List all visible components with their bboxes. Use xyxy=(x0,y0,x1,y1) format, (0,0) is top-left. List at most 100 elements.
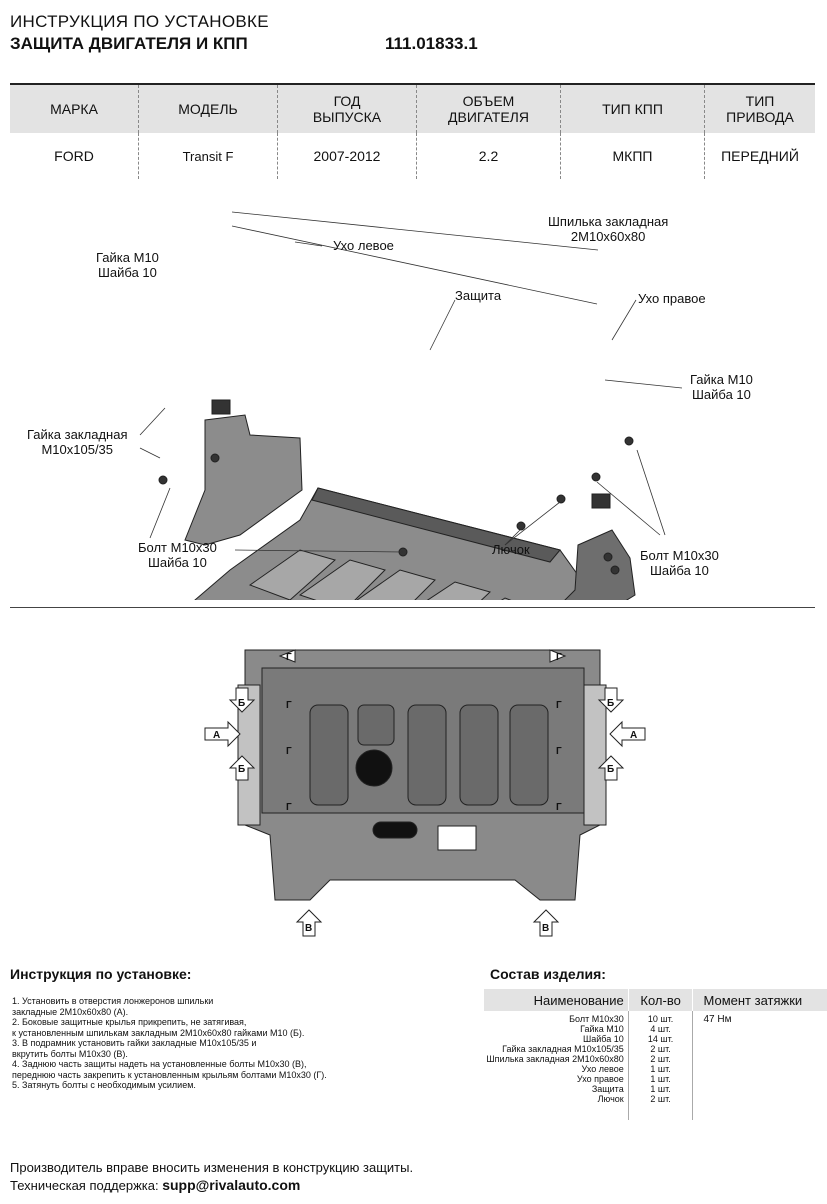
label-ear-left: Ухо левое xyxy=(333,238,394,253)
plan-rib xyxy=(357,704,395,746)
plan-diagram: А А Б Б Б Б В В Г Г Г Г Г Г Г Г xyxy=(204,649,646,937)
spec-value: Transit F xyxy=(138,133,278,179)
guard-rib xyxy=(356,569,436,600)
arrow-v-right xyxy=(532,909,560,937)
marker-g: Г xyxy=(556,700,562,711)
arrow-b-lt xyxy=(228,687,256,713)
marker-g: Г xyxy=(286,652,292,663)
stud-left xyxy=(211,399,231,415)
footer-note: Производитель вправе вносить изменения в… xyxy=(10,1160,414,1175)
arrow-b-lb xyxy=(228,755,256,781)
section-divider xyxy=(10,607,815,608)
instruction-line: к установленным шпилькам закладным 2М10х… xyxy=(12,1027,305,1038)
spec-value: МКПП xyxy=(560,133,705,179)
plan-vent xyxy=(437,825,477,851)
composition-header-row: Наименование Кол-во Момент затяжки xyxy=(484,989,827,1011)
header-rule xyxy=(10,83,815,85)
plan-rib xyxy=(309,704,349,806)
instruction-line: 2. Боковые защитные крылья прикрепить, н… xyxy=(12,1017,247,1027)
spec-header: МАРКА xyxy=(10,85,139,133)
marker-g: Г xyxy=(556,802,562,813)
marker-b: Б xyxy=(238,764,245,775)
composition-table: Наименование Кол-во Момент затяжки Болт … xyxy=(484,989,827,1120)
arrow-g xyxy=(549,649,567,663)
nut-right-a xyxy=(603,552,613,562)
exploded-diagram xyxy=(139,211,683,600)
bolt-right-b xyxy=(591,472,601,482)
spec-header: МОДЕЛЬ xyxy=(138,85,278,133)
instruction-line: закладные 2М10х60х80 (А). xyxy=(12,1006,129,1017)
spec-value-row: FORD Transit F 2007-2012 2.2 МКПП ПЕРЕДН… xyxy=(10,133,815,179)
plan-hatch-round xyxy=(355,749,393,787)
marker-g: Г xyxy=(286,700,292,711)
ear-left-part xyxy=(184,414,303,546)
marker-a: А xyxy=(213,730,220,741)
instruction-line: переднюю часть закрепить к установленным… xyxy=(12,1069,327,1080)
stud-right xyxy=(591,493,611,509)
marker-g: Г xyxy=(556,652,562,663)
marker-b: Б xyxy=(607,764,614,775)
instructions-title: Инструкция по установке: xyxy=(10,966,192,982)
label-hatch: Лючок xyxy=(492,542,530,557)
doc-subtitle: ЗАЩИТА ДВИГАТЕЛЯ И КПП xyxy=(10,34,248,53)
marker-a: А xyxy=(630,730,637,741)
guard-top-face xyxy=(311,487,561,563)
instructions-body: 1. Установить в отверстия лонжеронов шпи… xyxy=(12,996,472,1091)
plan-hatch-oval xyxy=(372,821,418,839)
instruction-line: 5. Затянуть болты с необходимым усилием. xyxy=(12,1080,196,1090)
arrow-g xyxy=(278,649,296,663)
nut-right-b xyxy=(610,565,620,575)
guard-rib xyxy=(298,559,386,600)
marker-b: Б xyxy=(607,698,614,709)
marker-b: Б xyxy=(238,698,245,709)
instruction-line: 4. Заднюю часть защиты надеть на установ… xyxy=(12,1059,307,1069)
guard-rib xyxy=(500,597,512,600)
bolt-right-c xyxy=(556,494,566,504)
leader-lines xyxy=(139,211,683,553)
arrow-b-rt xyxy=(597,687,625,713)
marker-v: В xyxy=(542,923,549,934)
spec-header: ТИП КПП xyxy=(560,85,705,133)
plan-ear-left xyxy=(237,684,261,826)
marker-g: Г xyxy=(286,746,292,757)
arrow-a-right xyxy=(609,720,646,748)
composition-qty: 10 шт.4 шт.14 шт.2 шт.2 шт.1 шт.1 шт.1 ш… xyxy=(627,1011,694,1120)
label-guard: Защита xyxy=(455,288,502,303)
bolt-right-a xyxy=(624,436,634,446)
instruction-line: вкрутить болты М10х30 (В). xyxy=(12,1048,128,1059)
spec-value: FORD xyxy=(54,148,94,164)
footer-support: Техническая поддержка: supp@rivalauto.co… xyxy=(10,1177,300,1193)
composition-title: Состав изделия: xyxy=(490,966,606,982)
composition-header: Кол-во xyxy=(627,989,693,1011)
marker-v: В xyxy=(305,923,312,934)
instruction-line: 3. В подрамник установить гайки закладны… xyxy=(12,1038,257,1048)
bolt-left xyxy=(158,475,168,485)
plan-rib xyxy=(407,704,447,806)
marker-g: Г xyxy=(556,746,562,757)
spec-value: 2.2 xyxy=(416,133,561,179)
support-email-link[interactable]: supp@rivalauto.com xyxy=(162,1177,301,1193)
support-label: Техническая поддержка: xyxy=(10,1178,159,1193)
ear-right-part xyxy=(564,529,636,600)
label-ear-right: Ухо правое xyxy=(638,291,706,306)
marker-g: Г xyxy=(286,802,292,813)
nut-left xyxy=(210,453,220,463)
plan-ear-right xyxy=(583,684,607,826)
plan-rib xyxy=(509,704,549,806)
arrow-b-rb xyxy=(597,755,625,781)
composition-header: Наименование xyxy=(484,989,629,1011)
spec-value: 2007-2012 xyxy=(277,133,417,179)
composition-header: Момент затяжки xyxy=(692,989,827,1011)
doc-title: ИНСТРУКЦИЯ ПО УСТАНОВКЕ xyxy=(10,12,269,31)
